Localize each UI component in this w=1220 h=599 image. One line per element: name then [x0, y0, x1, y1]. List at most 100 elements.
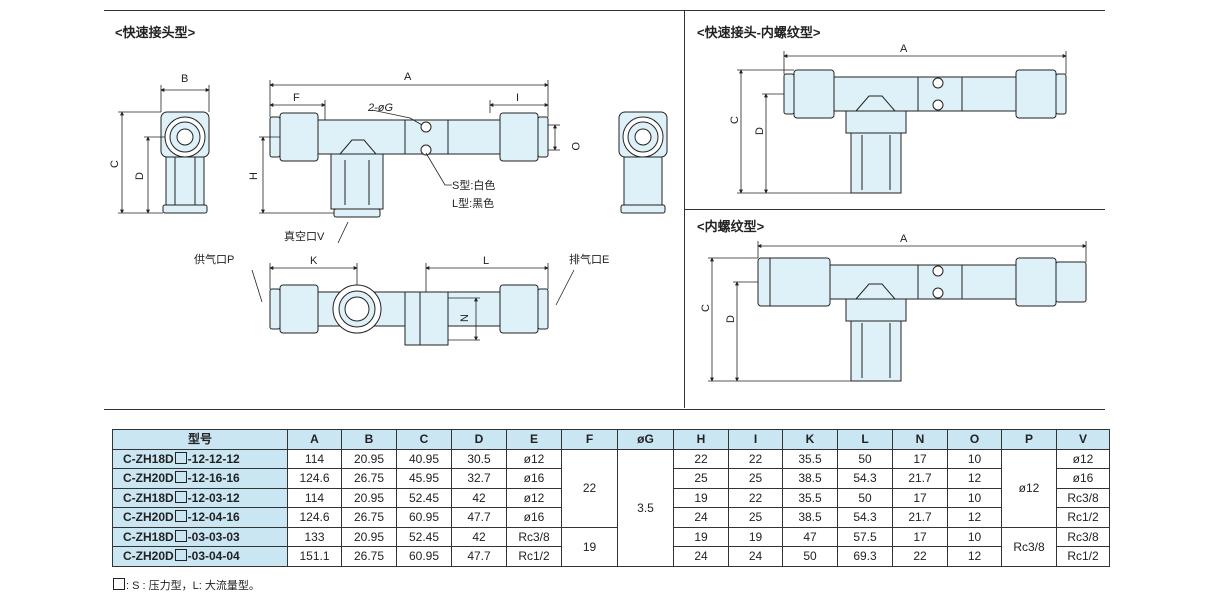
cell-k: 35.5 [782, 487, 838, 508]
cell-e: Rc3/8 [506, 526, 562, 547]
cell-l: 54.3 [837, 507, 893, 528]
variant-box-icon [174, 471, 187, 484]
cell-i: 24 [728, 546, 783, 567]
dimension-labels: B C D A F I O H 2-øG S型:白色 L型:黑色 真空口V 供气… [109, 43, 908, 323]
cell-i: 25 [728, 507, 783, 528]
cell-k: 50 [782, 546, 838, 567]
cell-f-merged: 22 [561, 448, 618, 528]
dim-l: L [483, 255, 489, 267]
dim-f: F [293, 92, 300, 104]
col-header-c: C [396, 429, 452, 450]
cell-l: 57.5 [837, 526, 893, 547]
cell-h: 25 [673, 468, 729, 489]
dim-n: N [459, 314, 471, 322]
cell-d: 42 [451, 526, 507, 547]
quick-female-view [783, 69, 1067, 194]
cell-c: 40.95 [396, 448, 452, 469]
cell-b: 26.75 [341, 507, 397, 528]
cell-i: 22 [728, 448, 783, 469]
cell-d: 32.7 [451, 468, 507, 489]
cell-f-merged-2: 19 [561, 526, 618, 567]
table-row: C-ZH18D-12-12-12 114 20.95 40.95 30.5 ø1… [112, 448, 1110, 567]
footnote-text: : S : 压力型，L: 大流量型。 [126, 580, 260, 592]
cell-p-merged: ø12 [1001, 448, 1057, 528]
cell-c: 60.95 [396, 507, 452, 528]
section-title-female: <内螺纹型> [697, 219, 765, 234]
cell-v: Rc3/8 [1056, 487, 1110, 508]
cell-a: 114 [287, 448, 342, 469]
cell-b: 20.95 [341, 448, 397, 469]
cell-k: 38.5 [782, 468, 838, 489]
cell-o: 10 [947, 526, 1002, 547]
label-s-type: S型:白色 [452, 178, 495, 192]
dim-i: I [516, 92, 519, 104]
cell-i: 19 [728, 526, 783, 547]
col-header-p: P [1001, 429, 1057, 450]
table-row: C-ZH20D-03-04-04 151.1 26.75 60.95 47.7 … [112, 546, 1110, 567]
model-cell: C-ZH18D-03-03-03 [112, 526, 288, 547]
cell-a: 151.1 [287, 546, 342, 567]
cell-a: 133 [287, 526, 342, 547]
dim-g: 2-øG [367, 102, 394, 114]
model-cell: C-ZH20D-12-16-16 [112, 468, 288, 489]
col-header-e: E [506, 429, 562, 450]
variant-box-icon [174, 451, 187, 464]
cell-b: 26.75 [341, 546, 397, 567]
cell-e: ø16 [506, 507, 562, 528]
cell-n: 22 [892, 546, 948, 567]
cell-o: 12 [947, 546, 1002, 567]
col-header-v: V [1056, 429, 1110, 450]
main-top-view [269, 112, 549, 218]
cell-k: 38.5 [782, 507, 838, 528]
cell-d: 42 [451, 487, 507, 508]
label-vacuum: 真空口V [284, 229, 325, 243]
label-l-type: L型:黑色 [452, 196, 494, 210]
cell-c: 52.45 [396, 487, 452, 508]
cell-e: ø12 [506, 448, 562, 469]
cell-d: 47.7 [451, 507, 507, 528]
col-header-b: B [341, 429, 397, 450]
dim-d-quick-female: D [754, 127, 766, 135]
section-title-quick-female: <快速接头-内螺纹型> [697, 25, 821, 40]
col-header-f: F [561, 429, 618, 450]
variant-box-icon [174, 549, 187, 562]
cell-o: 12 [947, 468, 1002, 489]
footnote: : S : 压力型，L: 大流量型。 [112, 577, 260, 593]
label-exhaust: 排气口E [569, 252, 609, 266]
dim-c-quick-female: C [729, 116, 741, 124]
cell-h: 24 [673, 507, 729, 528]
dim-h: H [248, 172, 260, 180]
cell-e: ø12 [506, 487, 562, 508]
cell-i: 22 [728, 487, 783, 508]
cell-l: 50 [837, 448, 893, 469]
col-header-k: K [782, 429, 838, 450]
technical-drawing: B C D A F I O H 2-øG S型:白色 L型:黑色 真空口V 供气… [109, 43, 1087, 382]
col-header-i: I [728, 429, 783, 450]
cell-a: 124.6 [287, 468, 342, 489]
cell-h: 19 [673, 487, 729, 508]
cell-b: 20.95 [341, 526, 397, 547]
cell-l: 54.3 [837, 468, 893, 489]
dimension-lines [118, 51, 1087, 382]
dim-b: B [181, 73, 188, 85]
cell-v: Rc1/2 [1056, 507, 1110, 528]
cell-v: Rc1/2 [1056, 546, 1110, 567]
dim-d: D [134, 172, 146, 180]
dim-k: K [310, 255, 318, 267]
variant-box-icon [174, 510, 187, 523]
cell-p-merged-2: Rc3/8 [1001, 526, 1057, 567]
cell-l: 69.3 [837, 546, 893, 567]
cell-v: ø12 [1056, 448, 1110, 469]
female-view [757, 257, 1087, 382]
col-header-n: N [892, 429, 948, 450]
table-row: C-ZH18D-12-03-12 114 20.95 52.45 42 ø12 … [112, 487, 1110, 508]
cell-i: 25 [728, 468, 783, 489]
col-header-d: D [451, 429, 507, 450]
side-view-left [160, 111, 210, 214]
cell-v: Rc3/8 [1056, 526, 1110, 547]
cell-a: 124.6 [287, 507, 342, 528]
drawing-frame [104, 10, 1105, 410]
cell-n: 17 [892, 448, 948, 469]
dim-a-quick-female: A [900, 43, 908, 55]
variant-box-icon [174, 529, 187, 542]
